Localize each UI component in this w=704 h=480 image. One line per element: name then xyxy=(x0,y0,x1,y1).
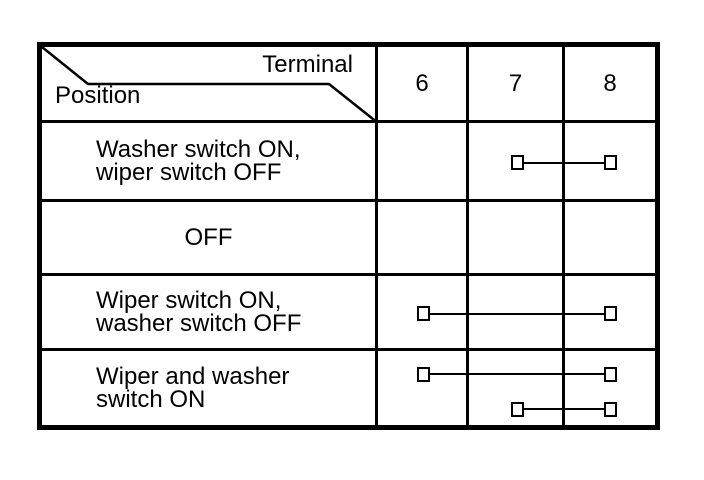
position-row-label-cell: Washer switch ON, wiper switch OFF xyxy=(42,123,378,202)
position-row-label-cell: Wiper and washer switch ON xyxy=(42,351,378,425)
position-row-label: OFF xyxy=(184,224,233,251)
terminal-column-header-8: 8 xyxy=(565,47,655,123)
terminal-column-header-6: 6 xyxy=(378,47,469,123)
terminal-cell-8-row2 xyxy=(565,202,655,276)
position-header-label: Position xyxy=(55,82,141,109)
terminal-cell-6-row1 xyxy=(378,123,469,202)
terminal-cell-7-row4 xyxy=(469,351,565,425)
position-row-label: Wiper and washer switch ON xyxy=(96,363,290,413)
terminal-cell-6-row3 xyxy=(378,276,469,351)
terminal-position-table: Terminal Position 6 7 8 Washer switch ON… xyxy=(37,42,660,430)
terminal-column-header-7: 7 xyxy=(469,47,565,123)
terminal-cell-8-row1 xyxy=(565,123,655,202)
terminal-cell-7-row1 xyxy=(469,123,565,202)
terminal-cell-7-row2 xyxy=(469,202,565,276)
position-row-label-cell: OFF xyxy=(42,202,378,276)
diagonal-divider xyxy=(42,47,378,123)
terminal-cell-7-row3 xyxy=(469,276,565,351)
terminal-cell-8-row3 xyxy=(565,276,655,351)
terminal-cell-6-row4 xyxy=(378,351,469,425)
corner-header-cell: Terminal Position xyxy=(42,47,378,123)
position-row-label: Wiper switch ON, washer switch OFF xyxy=(96,287,302,337)
table-grid: Terminal Position 6 7 8 Washer switch ON… xyxy=(42,47,655,425)
terminal-header-label: Terminal xyxy=(262,51,353,78)
terminal-cell-8-row4 xyxy=(565,351,655,425)
position-row-label-cell: Wiper switch ON, washer switch OFF xyxy=(42,276,378,351)
position-row-label: Washer switch ON, wiper switch OFF xyxy=(96,136,301,186)
terminal-cell-6-row2 xyxy=(378,202,469,276)
